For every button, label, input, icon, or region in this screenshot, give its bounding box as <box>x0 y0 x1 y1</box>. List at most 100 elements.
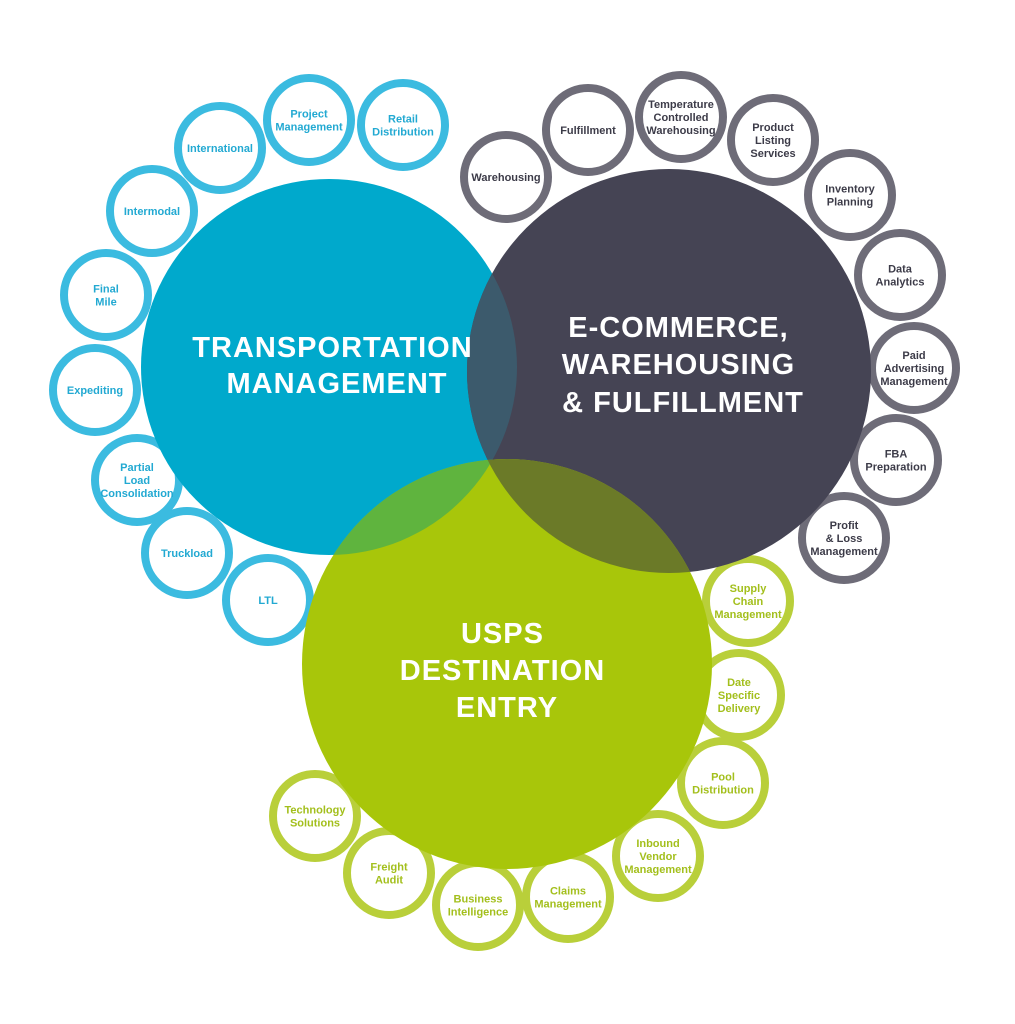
usps-title-line: USPS <box>461 618 544 650</box>
service-label-line: Management <box>534 899 602 911</box>
ecommerce-title: E-COMMERCE, WAREHOUSING & FULFILLMENT <box>562 312 804 419</box>
service-ring <box>850 414 942 506</box>
ecommerce-title-line: E-COMMERCE, <box>568 312 788 344</box>
service-label-line: Distribution <box>372 127 434 139</box>
service-label-line: Fulfillment <box>560 125 616 137</box>
service-ring <box>460 131 552 223</box>
service-label-line: Distribution <box>692 785 754 797</box>
transportation-service-circle: LTL <box>222 554 314 646</box>
service-label-line: FBA <box>885 449 908 461</box>
service-ring <box>868 322 960 414</box>
service-label-line: Product <box>752 122 794 134</box>
service-label-line: Delivery <box>718 703 762 715</box>
service-label-line: Vendor <box>639 851 677 863</box>
ecommerce-title-line: WAREHOUSING <box>562 349 795 381</box>
service-label-line: Services <box>750 148 795 160</box>
service-label-line: Retail <box>388 114 418 126</box>
transportation-title-line: MANAGEMENT <box>226 368 447 400</box>
service-label-line: Management <box>275 122 343 134</box>
transportation-title: TRANSPORTATION MANAGEMENT <box>192 332 481 400</box>
service-ring <box>49 344 141 436</box>
transportation-service-circle: International <box>174 102 266 194</box>
service-label: Intermodal <box>124 206 180 218</box>
ecommerce-service-circle: Warehousing <box>460 131 552 223</box>
service-ring <box>542 84 634 176</box>
service-ring <box>222 554 314 646</box>
usps-title-line: ENTRY <box>456 692 558 724</box>
main-circles <box>141 169 871 869</box>
service-ring <box>854 229 946 321</box>
service-label-line: Pool <box>711 772 735 784</box>
service-label-line: Specific <box>718 690 760 702</box>
service-label-line: Final <box>93 284 119 296</box>
service-ring <box>612 810 704 902</box>
service-ring <box>635 71 727 163</box>
service-label-line: Listing <box>755 135 791 147</box>
service-label-line: Intelligence <box>448 907 509 919</box>
service-label-line: Technology <box>285 805 347 817</box>
service-ring <box>106 165 198 257</box>
transportation-service-circle: Truckload <box>141 507 233 599</box>
service-label-line: Mile <box>95 297 116 309</box>
service-label-line: Paid <box>902 350 925 362</box>
service-ring <box>141 507 233 599</box>
service-label-line: Management <box>810 546 878 558</box>
usps-title: USPS DESTINATION ENTRY <box>400 618 614 724</box>
service-ring <box>804 149 896 241</box>
service-label-line: Data <box>888 264 913 276</box>
service-label-line: Planning <box>827 197 873 209</box>
service-label-line: Warehousing <box>646 125 715 137</box>
service-label-line: Audit <box>375 875 403 887</box>
service-label-line: Inbound <box>636 838 679 850</box>
service-label-line: Freight <box>370 862 408 874</box>
transportation-service-circle: Expediting <box>49 344 141 436</box>
service-label-line: Warehousing <box>471 172 540 184</box>
service-ring <box>357 79 449 171</box>
service-label-line: Project <box>290 109 328 121</box>
service-label-line: Date <box>727 677 751 689</box>
service-label: LTL <box>258 595 278 607</box>
service-label-line: International <box>187 143 253 155</box>
service-label-line: Supply <box>730 583 768 595</box>
service-label-line: Advertising <box>884 363 945 375</box>
service-label-line: Temperature <box>648 99 714 111</box>
overlap-ecommerce-usps <box>467 459 712 573</box>
service-label-line: Controlled <box>654 112 709 124</box>
service-label-line: Claims <box>550 886 586 898</box>
